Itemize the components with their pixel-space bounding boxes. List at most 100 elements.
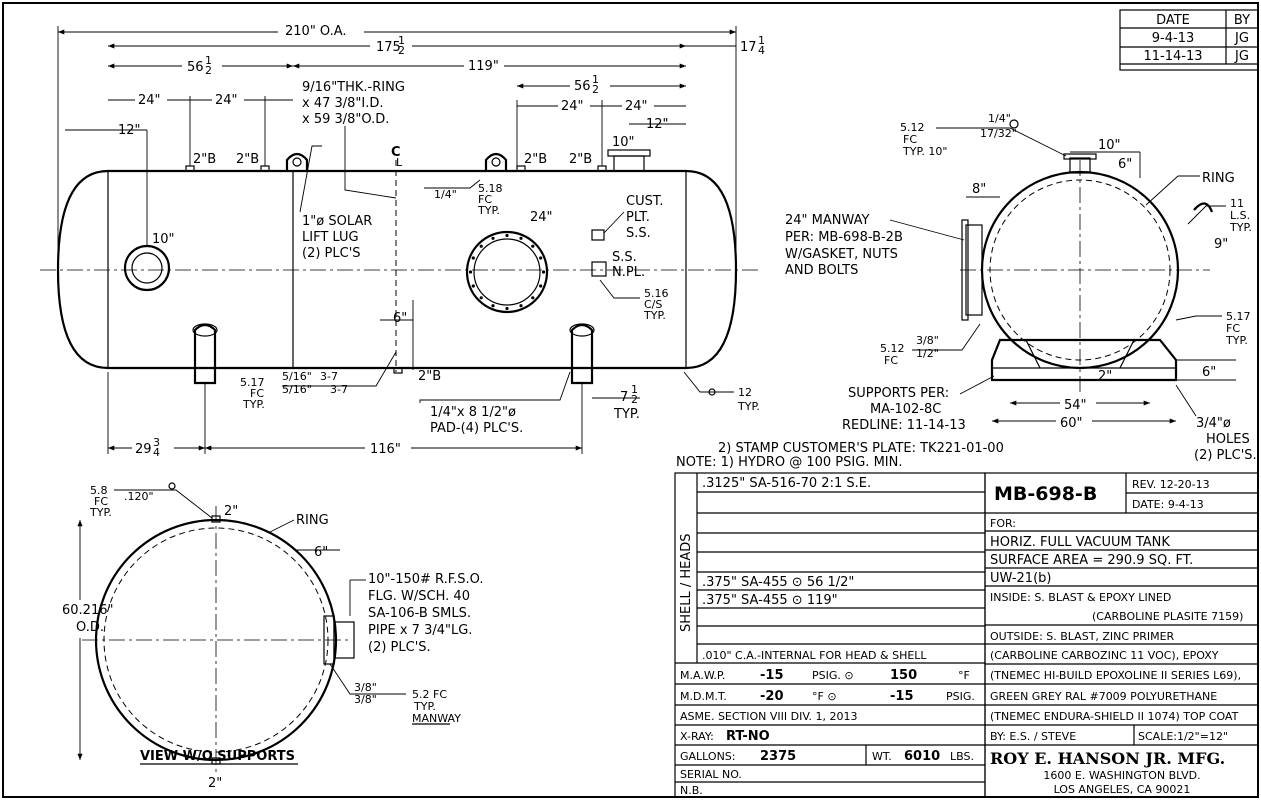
ev-w11-ls: L.S. — [1230, 209, 1250, 222]
flange-3: SA-106-B SMLS. — [368, 606, 471, 621]
w512a-typ: TYP. 10" — [902, 145, 947, 158]
holes-1: 3/4"ø — [1196, 416, 1231, 431]
dim-24-a: 24" — [138, 93, 161, 108]
asme-code: ASME. SECTION VIII DIV. 1, 2013 — [680, 710, 857, 723]
rev-header-by: BY — [1234, 13, 1250, 28]
weld-518-fc: FC — [478, 193, 492, 206]
flange-5: (2) PLC'S. — [368, 640, 431, 655]
ev-ring: RING — [1202, 171, 1235, 186]
weight-unit: LBS. — [950, 750, 974, 763]
outside-coating-3: (TNEMEC HI-BUILD EPOXOLINE II SERIES L69… — [990, 669, 1241, 682]
ev-w11-typ: TYP. — [1229, 221, 1252, 234]
weld-517-code: 5.17 — [240, 376, 265, 389]
mat-shell-1: .375" SA-455 ⊙ 56 1/2" — [702, 575, 854, 590]
dim-10-left: 10" — [152, 232, 175, 247]
flange-2: FLG. W/SCH. 40 — [368, 589, 470, 604]
manway-bolt — [531, 244, 535, 248]
supports-1: SUPPORTS PER: — [848, 386, 949, 401]
dim-175: 175 — [376, 40, 401, 55]
surface-area: SURFACE AREA = 290.9 SQ. FT. — [990, 553, 1193, 568]
manway-bolt — [541, 270, 546, 274]
dim-56-left: 56 — [187, 60, 204, 75]
sv-dim-2-bot: 2" — [208, 776, 222, 791]
ring-note-1: 9/16"THK.-RING — [302, 80, 405, 95]
weld-518-code: 5.18 — [478, 182, 503, 195]
dim-56-right: 56 — [574, 79, 591, 94]
w52-s2: 3/8" — [354, 693, 377, 706]
dim-29: 29 — [135, 442, 152, 457]
pad-note-1: 1/4"x 8 1/2"ø — [430, 405, 516, 420]
lug-note-2: LIFT LUG — [302, 230, 359, 245]
dim-56-right-num: 1 — [592, 73, 599, 86]
weight-label: WT. — [872, 750, 892, 763]
mat-head: .3125" SA-516-70 2:1 S.E. — [702, 476, 871, 491]
manway-bolt — [479, 244, 483, 248]
nb-label: N.B. — [680, 784, 703, 797]
w512a-fc: FC — [903, 133, 917, 146]
dim-56-left-num: 1 — [205, 54, 212, 67]
supports-3: REDLINE: 11-14-13 — [842, 418, 966, 433]
ev-w517-fc: FC — [1226, 322, 1240, 335]
cust-plt-2: PLT. — [626, 210, 650, 225]
cust-plt-3: S.S. — [626, 226, 651, 241]
rev-header-date: DATE — [1156, 13, 1190, 28]
gallons-value: 2375 — [760, 749, 796, 764]
mat-shell-2: .375" SA-455 ⊙ 119" — [702, 593, 838, 608]
dim-7-num: 1 — [631, 383, 638, 396]
title-block: MB-698-B REV. 12-20-13 DATE: 9-4-13 FOR:… — [984, 472, 1259, 798]
ev-dim-2: 2" — [1098, 369, 1112, 384]
sv-dim-6: 6" — [314, 545, 328, 560]
weld-517-s2: 5/16" — [282, 383, 312, 396]
inside-coating: INSIDE: S. BLAST & EPOXY LINED — [990, 591, 1171, 604]
for-label: FOR: — [990, 517, 1016, 530]
dim-7-den: 2 — [631, 393, 638, 406]
rev-date-2: 11-14-13 — [1143, 49, 1202, 64]
mdmt-unit: °F ⊙ — [812, 690, 837, 703]
weld-517-p2: 3-7 — [330, 383, 348, 396]
manway-bolt — [539, 284, 543, 288]
mawp-pressure: -15 — [760, 668, 784, 683]
dim-7: 7 — [620, 390, 628, 405]
dim-17-num: 1 — [758, 34, 765, 47]
manway-bolt — [491, 304, 495, 308]
manway-bolt — [519, 304, 523, 308]
w58-fc: FC — [94, 495, 108, 508]
dim-56-right-den: 2 — [592, 83, 599, 96]
coupling-4: 2"B — [569, 152, 592, 167]
manway-bolt — [505, 306, 509, 311]
sv-dim-2-top: 2" — [224, 504, 238, 519]
dim-24-manway: 24" — [530, 210, 553, 225]
manway-bolt — [519, 236, 523, 240]
ss-npl-1: S.S. — [612, 250, 637, 265]
manway-note-1: 24" MANWAY — [785, 213, 870, 228]
ev-dim-8: 8" — [972, 182, 986, 197]
dim-17-den: 4 — [758, 44, 765, 57]
ring-note-2: x 47 3/8"I.D. — [302, 96, 384, 111]
ev-w517-typ: TYP. — [1225, 334, 1248, 347]
manway-bolt — [531, 296, 535, 300]
dim-10-right: 10" — [612, 135, 635, 150]
dim-24-d: 24" — [625, 99, 648, 114]
holes-3: (2) PLC'S. — [1194, 448, 1257, 463]
gallons-label: GALLONS: — [680, 750, 736, 763]
dim-29-den: 4 — [153, 446, 160, 459]
ev-w512b-s1: 3/8" — [916, 334, 939, 347]
w512a-s2: 17/32" — [980, 127, 1017, 140]
w512a-s1: 1/4" — [988, 112, 1011, 125]
rev-date-1: 9-4-13 — [1152, 31, 1194, 46]
mdmt-pressure-unit: PSIG. — [946, 690, 975, 703]
holes-2: HOLES — [1206, 432, 1250, 447]
weld-517-p1: 3-7 — [320, 370, 338, 383]
dim-175-num: 1 — [398, 34, 405, 47]
dim-12-right: 12" — [646, 117, 669, 132]
ev-dim-10: 10" — [1098, 138, 1121, 153]
outside-coating-5: (TNEMEC ENDURA-SHIELD II 1074) TOP COAT — [990, 710, 1239, 723]
manway-note-4: AND BOLTS — [785, 263, 858, 278]
shell-heads-label: SHELL / HEADS — [679, 533, 694, 632]
outside-coating: OUTSIDE: S. BLAST, ZINC PRIMER — [990, 630, 1175, 643]
dim-17: 17 — [740, 40, 757, 55]
inside-coating-2: (CARBOLINE PLASITE 7159) — [1092, 610, 1243, 623]
dim-6: 6" — [393, 311, 407, 326]
drawing-scale: SCALE:1/2"=12" — [1138, 730, 1228, 743]
w52-s1: 3/8" — [354, 681, 377, 694]
